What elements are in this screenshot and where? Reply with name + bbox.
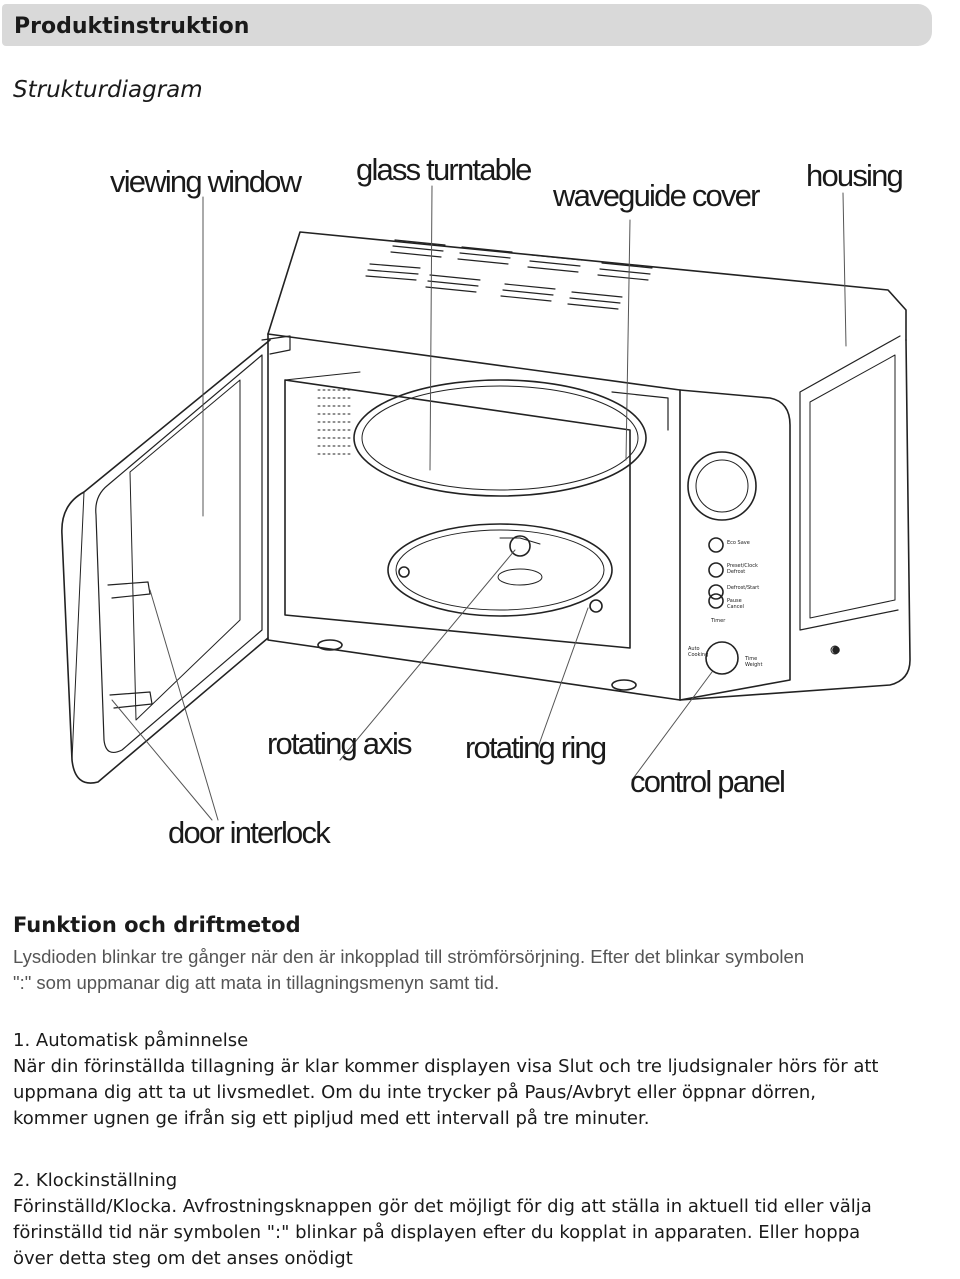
panel-dial-auto: Auto Cooking xyxy=(688,646,709,658)
callout-waveguide-cover: waveguide cover xyxy=(553,178,760,213)
section-subtitle: Strukturdiagram xyxy=(13,77,203,103)
page-title: Produktinstruktion xyxy=(14,14,250,39)
item-line: kommer ugnen ge ifrån sig ett pipljud me… xyxy=(13,1108,650,1129)
panel-dial-timer: Timer xyxy=(711,618,726,624)
header-bar: Produktinstruktion xyxy=(2,4,932,46)
callout-viewing-window: viewing window xyxy=(110,164,302,199)
item-title: 1. Automatisk påminnelse xyxy=(13,1030,249,1051)
callout-control-panel: control panel xyxy=(630,764,786,799)
callout-housing: housing xyxy=(806,158,904,193)
section-title: Funktion och driftmetod xyxy=(13,913,301,937)
callout-rotating-ring: rotating ring xyxy=(465,730,607,765)
item-line: Förinställd/Klocka. Avfrostningsknappen … xyxy=(13,1196,872,1217)
intro-line: Lysdioden blinkar tre gånger när den är … xyxy=(13,946,805,967)
intro-line: ":" som uppmanar dig att mata in tillagn… xyxy=(13,972,500,993)
panel-button-preset: Preset/Clock Defrost xyxy=(727,563,758,575)
microwave-diagram: viewing window glass turntable waveguide… xyxy=(0,140,960,870)
callout-glass-turntable: glass turntable xyxy=(356,152,532,187)
item-clock-setting: 2. Klockinställning Förinställd/Klocka. … xyxy=(13,1168,958,1272)
microwave-illustration xyxy=(61,185,911,821)
item-automatic-reminder: 1. Automatisk påminnelse När din förinst… xyxy=(13,1028,958,1132)
item-line: över detta steg om det anses onödigt xyxy=(13,1248,353,1269)
intro-paragraph: Lysdioden blinkar tre gånger när den är … xyxy=(13,944,958,996)
item-title: 2. Klockinställning xyxy=(13,1170,178,1191)
callout-rotating-axis: rotating axis xyxy=(267,726,413,761)
item-line: När din förinställda tillagning är klar … xyxy=(13,1056,879,1077)
panel-button-defrost: Defrost/Start xyxy=(727,585,760,591)
callout-door-interlock: door interlock xyxy=(168,815,331,850)
panel-button-eco: Eco Save xyxy=(727,540,750,546)
panel-button-pause: Pause Cancel xyxy=(727,598,744,610)
item-line: uppmana dig att ta ut livsmedlet. Om du … xyxy=(13,1082,816,1103)
item-line: förinställd tid när symbolen ":" blinkar… xyxy=(13,1222,861,1243)
panel-dial-time-weight: Time Weight xyxy=(745,656,763,668)
